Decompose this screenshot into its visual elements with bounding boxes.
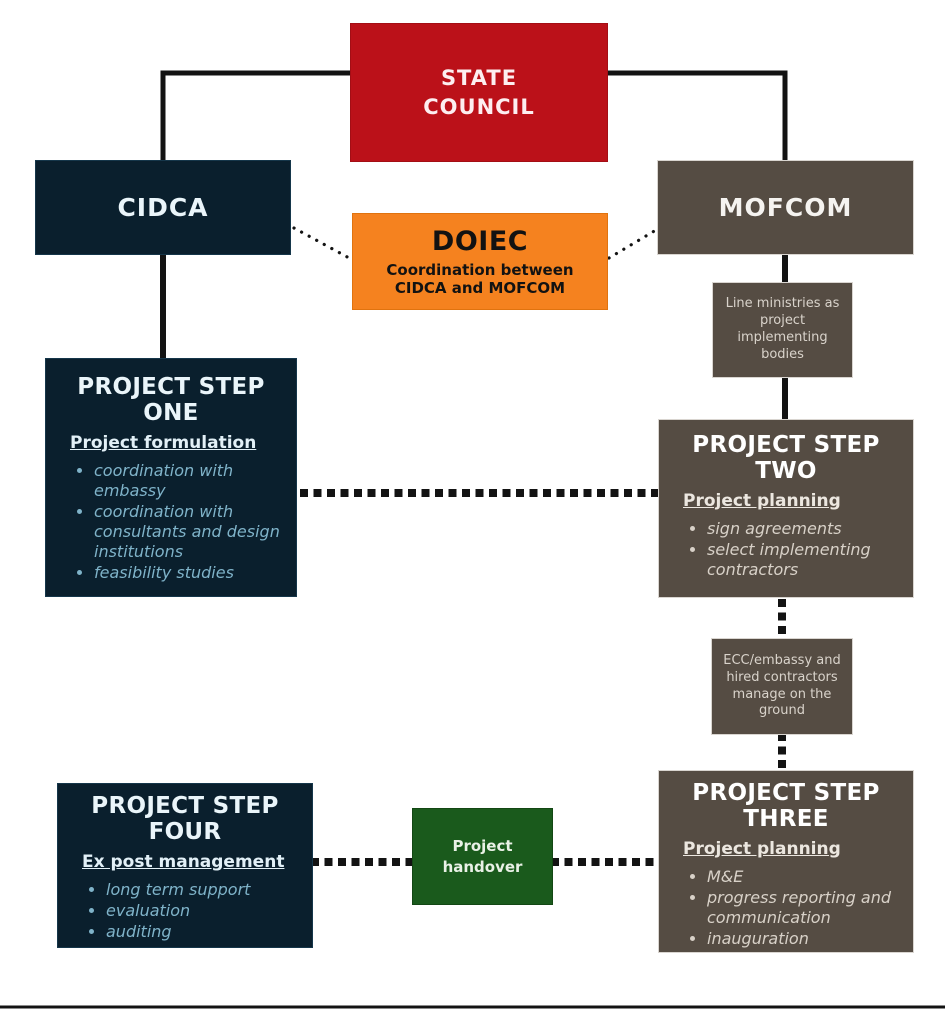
mofcom-box: MOFCOM: [657, 160, 914, 255]
mofcom-label: MOFCOM: [718, 193, 853, 222]
step-one-subtitle: Project formulation: [70, 432, 257, 453]
step-two-bullet-list: sign agreements select implementing cont…: [659, 519, 913, 581]
step-two-bullet: sign agreements: [707, 519, 913, 539]
ecc-box: ECC/embassy and hired contractors manage…: [711, 638, 853, 735]
connector-state-council-cidca: [160, 70, 352, 163]
step-two-subtitle: Project planning: [683, 490, 841, 511]
step-one-bullet-list: coordination with embassy coordination w…: [46, 461, 296, 584]
step-two-bullet: select implementing contractors: [707, 540, 913, 580]
step-four-bullet-list: long term support evaluation auditing: [58, 880, 312, 943]
step-one-bullet: coordination with consultants and design…: [94, 502, 296, 562]
step-one-bullet: coordination with embassy: [94, 461, 296, 501]
step-three-bullet-list: M&E progress reporting and communication…: [659, 867, 913, 950]
project-step-two-box: PROJECT STEP TWO Project planning sign a…: [658, 419, 914, 598]
project-step-four-box: PROJECT STEP FOUR Ex post management lon…: [57, 783, 313, 948]
line-ministries-box: Line ministries as project implementing …: [712, 282, 853, 378]
state-council-box: STATE COUNCIL: [350, 23, 608, 162]
line-ministries-label: Line ministries as project implementing …: [725, 296, 840, 362]
step-three-bullet: inauguration: [707, 929, 913, 949]
step-four-bullet: auditing: [106, 922, 312, 942]
project-step-one-box: PROJECT STEP ONE Project formulation coo…: [45, 358, 297, 597]
step-four-title: PROJECT STEP FOUR: [91, 793, 279, 845]
cidca-box: CIDCA: [35, 160, 291, 255]
project-step-three-box: PROJECT STEP THREE Project planning M&E …: [658, 770, 914, 953]
project-handover-label: Project handover: [442, 837, 523, 876]
step-one-title: PROJECT STEP ONE: [77, 374, 265, 426]
doiec-box: DOIEC Coordination between CIDCA and MOF…: [352, 213, 608, 310]
step-four-bullet: long term support: [106, 880, 312, 900]
step-three-bullet: progress reporting and communication: [707, 888, 913, 928]
cidca-label: CIDCA: [117, 193, 209, 222]
step-three-title: PROJECT STEP THREE: [692, 780, 880, 832]
step-four-bullet: evaluation: [106, 901, 312, 921]
connector-state-council-mofcom: [605, 70, 788, 163]
step-four-subtitle: Ex post management: [82, 851, 285, 872]
connector-cidca-doiec: [292, 226, 353, 261]
step-three-bullet: M&E: [707, 867, 913, 887]
project-handover-box: Project handover: [412, 808, 553, 905]
state-council-label: STATE COUNCIL: [423, 66, 535, 119]
doiec-subtitle: Coordination between CIDCA and MOFCOM: [386, 261, 574, 297]
step-two-title: PROJECT STEP TWO: [692, 432, 880, 484]
doiec-title: DOIEC: [431, 226, 529, 257]
step-three-subtitle: Project planning: [683, 838, 841, 859]
step-one-bullet: feasibility studies: [94, 563, 296, 583]
ecc-label: ECC/embassy and hired contractors manage…: [723, 652, 841, 719]
connector-doiec-mofcom: [607, 228, 658, 260]
